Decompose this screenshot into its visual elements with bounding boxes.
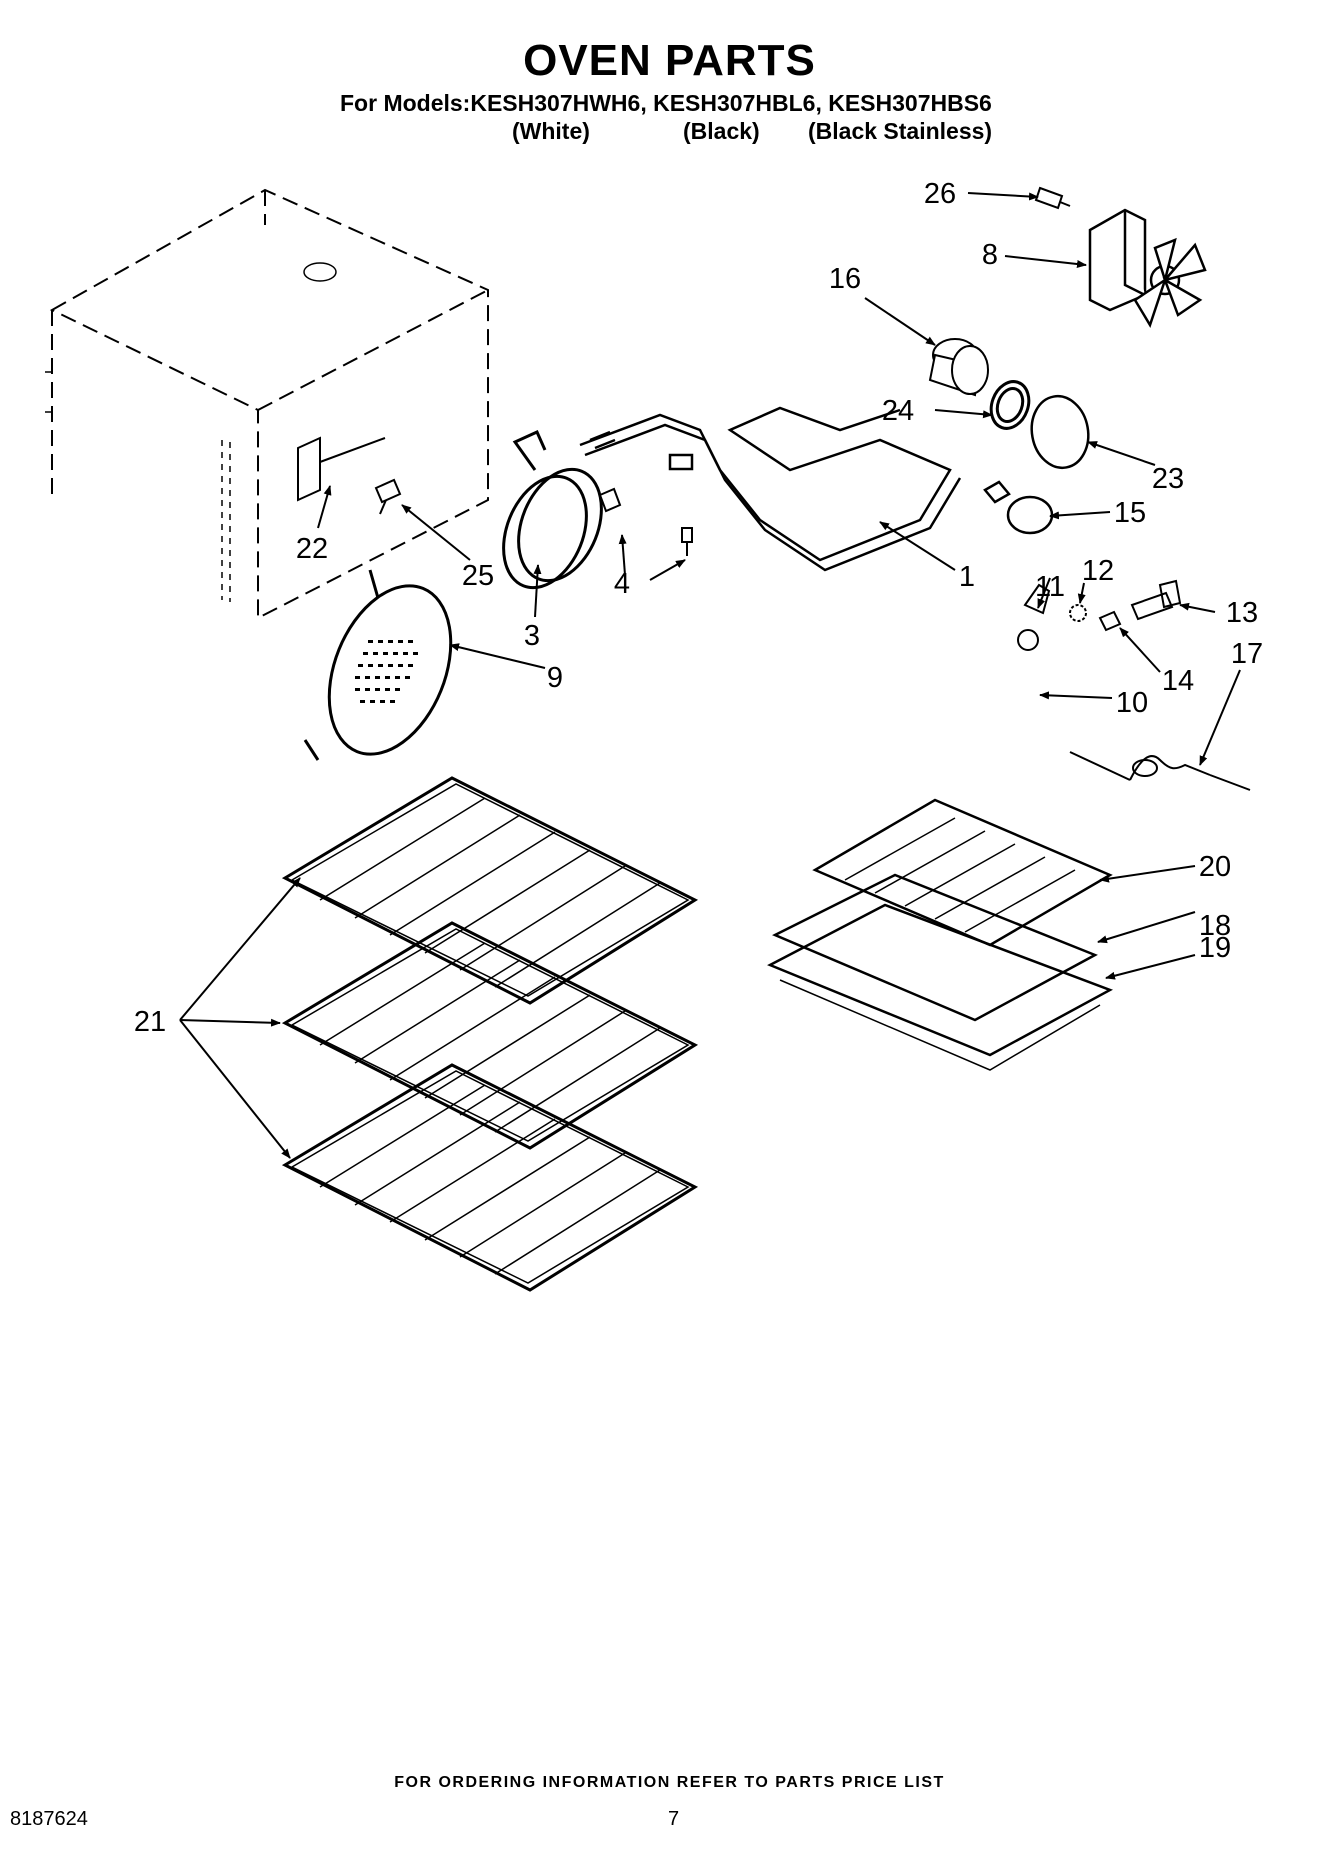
part-23-lens (1030, 394, 1090, 470)
variant-white: (White) (512, 118, 590, 144)
leader-lines (179, 192, 1241, 1159)
callout-label: 10 (1116, 687, 1148, 719)
callout-label: 13 (1226, 597, 1258, 629)
part-22-bracket (297, 436, 386, 502)
part-17-probe (1069, 751, 1251, 791)
part-12-washer (1069, 604, 1087, 622)
rack-middle (281, 921, 699, 1150)
callout-label: 12 (1082, 555, 1114, 587)
callout-label: 22 (296, 533, 328, 565)
cavity-details (45, 262, 337, 602)
part-15-bulb (983, 480, 1054, 535)
callout-label: 11 (1035, 571, 1065, 603)
page-number: 7 (668, 1808, 680, 1830)
callout-label: 17 (1231, 638, 1263, 670)
callout-label: 23 (1152, 463, 1184, 495)
callout-label: 19 (1199, 932, 1231, 964)
callout-label: 26 (924, 178, 956, 210)
page-title: OVEN PARTS (523, 36, 816, 85)
callout-label: 15 (1114, 497, 1146, 529)
part-1-bake-element (579, 406, 962, 572)
rack-bottom (281, 1063, 699, 1292)
part-20-grid (812, 798, 1113, 947)
part-10-nut (1016, 629, 1040, 651)
part-18-insert (772, 873, 1098, 1022)
ordering-note: FOR ORDERING INFORMATION REFER TO PARTS … (394, 1774, 945, 1791)
callout-label: 24 (882, 395, 914, 427)
part-24-gasket (989, 380, 1031, 430)
part-3-ring (502, 430, 603, 590)
part-16-lamp-socket (928, 338, 989, 397)
callout-label: 14 (1162, 665, 1194, 697)
part-19-pan (767, 903, 1113, 1057)
part-25-screw (374, 478, 402, 515)
part-14-sleeve (1098, 610, 1122, 632)
callout-label: 1 (959, 561, 975, 593)
callout-label: 25 (462, 560, 494, 592)
variant-black: (Black) (683, 118, 760, 144)
broiler-pan-set (767, 798, 1113, 1071)
callout-label: 20 (1199, 851, 1231, 883)
document-number: 8187624 (10, 1808, 88, 1830)
callout-label: 9 (547, 662, 563, 694)
callout-label: 3 (524, 620, 540, 652)
callout-label: 21 (134, 1006, 166, 1038)
models-line: For Models:KESH307HWH6, KESH307HBL6, KES… (340, 90, 992, 116)
part-13-terminal (1130, 579, 1182, 621)
callout-label: 8 (982, 239, 998, 271)
callout-labels: 1 3 4 8 9 10 11 12 13 14 15 16 17 18 19 … (134, 178, 1263, 1038)
part-4-screws (598, 487, 693, 556)
part-8-fan-motor (1088, 208, 1207, 328)
callout-label: 4 (614, 568, 630, 600)
part-9-fan-cover (303, 569, 453, 761)
callout-label: 16 (829, 263, 861, 295)
oven-cavity (49, 188, 489, 620)
part-21-racks (281, 776, 699, 1292)
callout-label: 18 (1199, 910, 1231, 942)
rack-top (281, 776, 699, 1005)
part-26-screw (1034, 186, 1071, 210)
variant-black-stainless: (Black Stainless) (808, 118, 993, 144)
